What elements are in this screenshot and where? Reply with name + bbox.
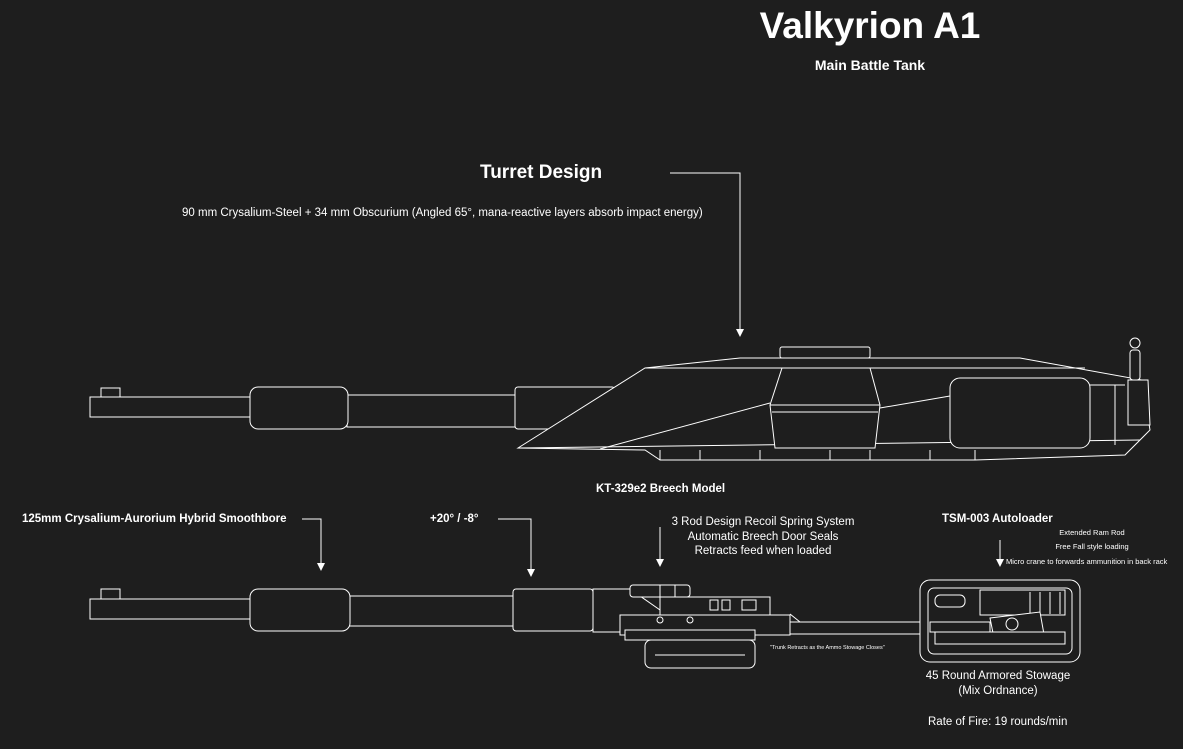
breech-cutaway-view	[90, 519, 1080, 668]
recoil-rod-3	[742, 600, 756, 610]
autoloader-feature-2: Free Fall style loading	[1055, 542, 1129, 551]
elevation-callout-arrow	[527, 569, 535, 577]
turret-callout-leader	[670, 173, 740, 335]
turret-side-view	[90, 173, 1150, 460]
rate-of-fire: Rate of Fire: 19 rounds/min	[928, 716, 1068, 728]
turret-armor-seam-1	[600, 403, 770, 449]
breech-pin-1	[657, 617, 663, 623]
recoil-callout-arrow	[656, 559, 664, 567]
trunk-hinge	[790, 614, 800, 622]
recoil-line-1: 3 Rod Design Recoil Spring System	[671, 516, 855, 528]
loader-base	[935, 632, 1065, 644]
autoloader-feature-3: Micro crane to forwards ammunition in ba…	[1006, 557, 1168, 566]
trunk-note: "Trunk Retracts as the Ammo Stowage Clos…	[770, 645, 885, 651]
cutaway-thermal-sleeve	[250, 589, 350, 631]
cutaway-barrel-muzzle	[90, 599, 252, 619]
recoil-line-3: Retracts feed when loaded	[694, 545, 832, 557]
page-title: Valkyrion A1	[759, 5, 981, 46]
thermal-sleeve-front	[250, 387, 348, 429]
turret-armor-seam-2	[880, 396, 950, 408]
breech-model-label: KT-329e2 Breech Model	[596, 483, 726, 495]
gun-label: 125mm Crysalium-Aurorium Hybrid Smoothbo…	[22, 513, 287, 525]
cutaway-barrel-rear	[347, 596, 515, 626]
cutaway-mantlet-sleeve	[513, 589, 593, 631]
autoloader-callout-arrow	[996, 559, 1004, 567]
rear-sensor-box	[1128, 380, 1150, 425]
barrel-rear-section	[347, 395, 519, 427]
autoloader-label: TSM-003 Autoloader	[942, 513, 1053, 525]
page-subtitle: Main Battle Tank	[814, 57, 926, 73]
loader-slot	[935, 595, 965, 607]
gun-callout-arrow	[317, 563, 325, 571]
crane-pivot	[1006, 618, 1018, 630]
recoil-line-2: Automatic Breech Door Seals	[687, 531, 839, 543]
turret-center-block	[770, 368, 880, 448]
stowage-line-2: (Mix Ordnance)	[958, 685, 1038, 697]
antenna-tip	[1130, 338, 1140, 348]
cutaway-barrel-tip-lug	[101, 589, 120, 599]
turret-armor-text: 90 mm Crysalium-Steel + 34 mm Obscurium …	[182, 207, 703, 219]
barrel-tip-lug	[101, 388, 120, 397]
ram-rod	[930, 622, 990, 632]
ammo-rack	[980, 590, 1065, 615]
recoil-rod-2	[722, 600, 730, 610]
ammo-trunk	[790, 622, 920, 634]
breech-cradle	[645, 640, 755, 668]
turret-heading: Turret Design	[480, 162, 603, 183]
commander-cupola	[780, 347, 870, 358]
gun-callout-leader	[302, 519, 321, 568]
breech-lower-rail	[625, 630, 755, 640]
turret-ring-strip	[660, 450, 975, 460]
recoil-rod-1	[710, 600, 718, 610]
elevation-label: +20° / -8°	[430, 513, 479, 525]
ammo-rounds	[1030, 592, 1060, 614]
elevation-callout-leader	[498, 519, 531, 574]
autoloader-feature-1: Extended Ram Rod	[1059, 528, 1125, 537]
barrel-muzzle-section	[90, 397, 252, 417]
breech-pin-2	[687, 617, 693, 623]
turret-callout-arrow	[736, 329, 744, 337]
stowage-line-1: 45 Round Armored Stowage	[925, 670, 1071, 682]
turret-bustle	[950, 378, 1090, 448]
antenna-mast	[1130, 350, 1140, 380]
